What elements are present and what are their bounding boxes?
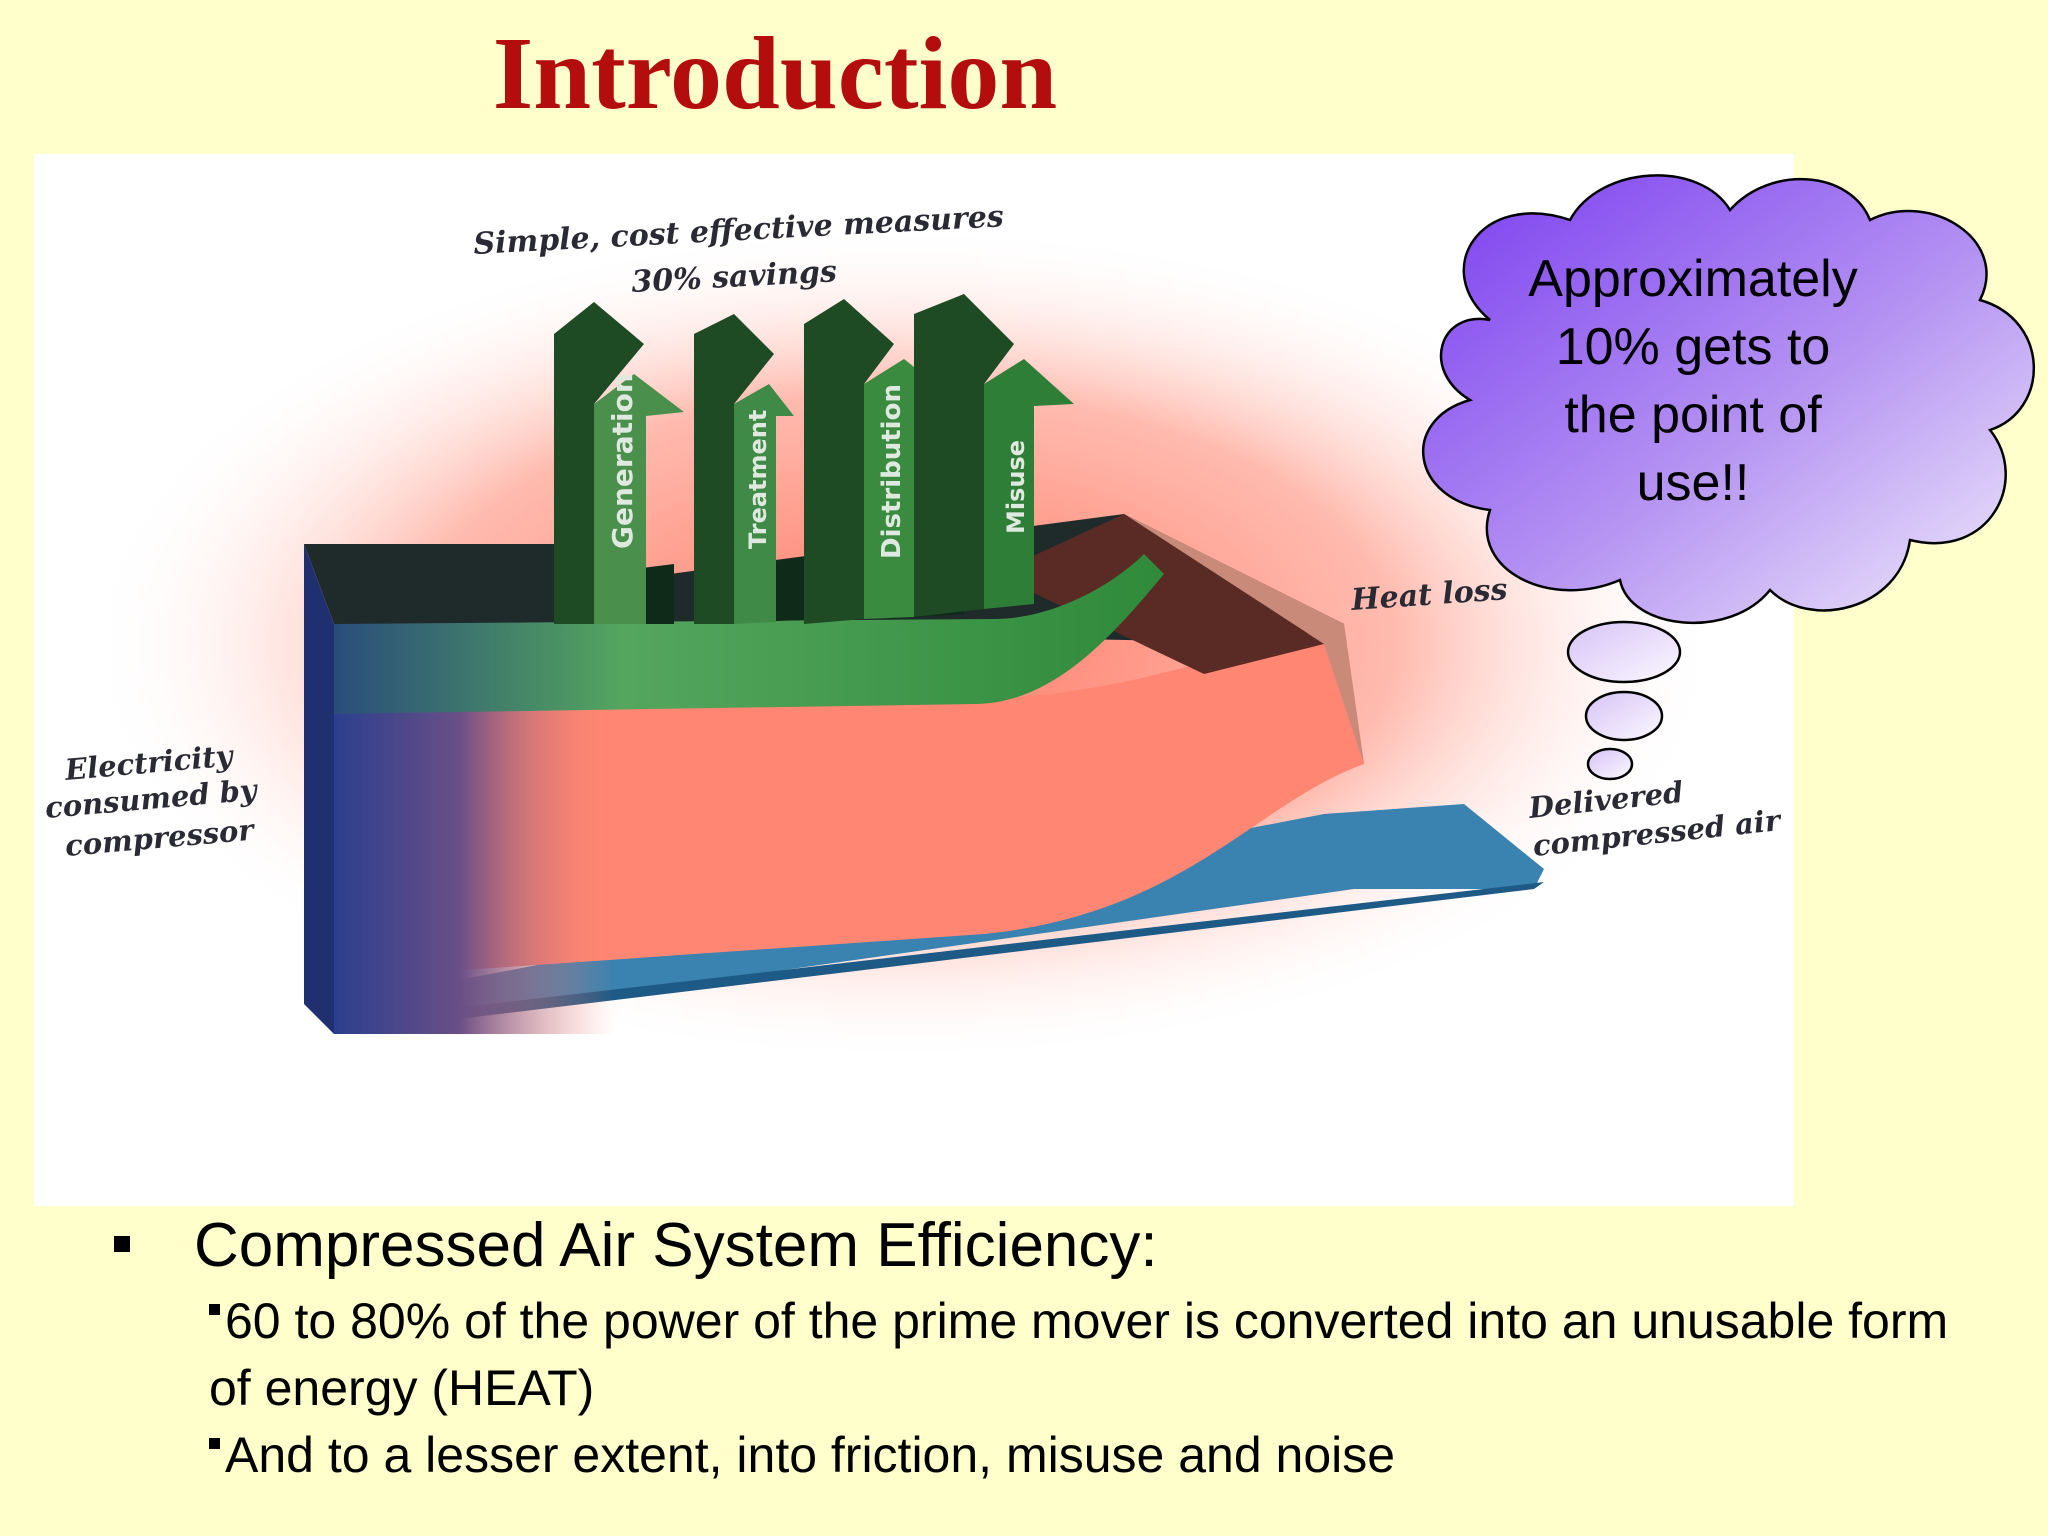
bullet-sub-2: And to a lesser extent, into friction, m… [209, 1422, 1949, 1489]
thought-cloud-callout: Approximately 10% gets to the point of u… [1421, 174, 2035, 781]
bullet-sub-1-text: 60 to 80% of the power of the prime move… [209, 1293, 1949, 1416]
arrow-generation [594, 374, 684, 624]
thought-bubble-large [1566, 620, 1682, 684]
square-bullet-icon [114, 1236, 130, 1252]
bullet-list: Compressed Air System Efficiency: 60 to … [110, 1208, 2010, 1489]
bullet-sub-1: 60 to 80% of the power of the prime move… [209, 1288, 1949, 1422]
square-bullet-icon [209, 1438, 220, 1449]
savings-flow [334, 554, 1164, 714]
arrow-label-distribution: Distribution [877, 384, 907, 559]
bullet-sub-2-text: And to a lesser extent, into friction, m… [225, 1427, 1396, 1483]
arrow-label-generation: Generation [606, 373, 639, 549]
thought-bubble-medium [1584, 690, 1664, 742]
arrow-treatment [734, 384, 794, 624]
callout-line3: the point of [1564, 386, 1822, 444]
arrow-distribution [864, 359, 954, 619]
arrow-label-treatment: Treatment [744, 410, 772, 549]
bullet-main: Compressed Air System Efficiency: [110, 1208, 2010, 1284]
callout-line1: Approximately [1528, 250, 1857, 308]
arrow-misuse [984, 359, 1074, 609]
bullet-main-text: Compressed Air System Efficiency: [194, 1211, 1158, 1280]
arrow-label-misuse: Misuse [1002, 440, 1030, 534]
callout-line4: use!! [1637, 454, 1750, 512]
thought-bubble-small [1586, 747, 1634, 781]
square-bullet-icon [209, 1304, 220, 1315]
callout-line2: 10% gets to [1556, 318, 1831, 376]
slide-title: Introduction [492, 16, 1058, 131]
energy-flow-diagram: Generation Treatment Distribution Misuse… [44, 199, 1784, 1064]
